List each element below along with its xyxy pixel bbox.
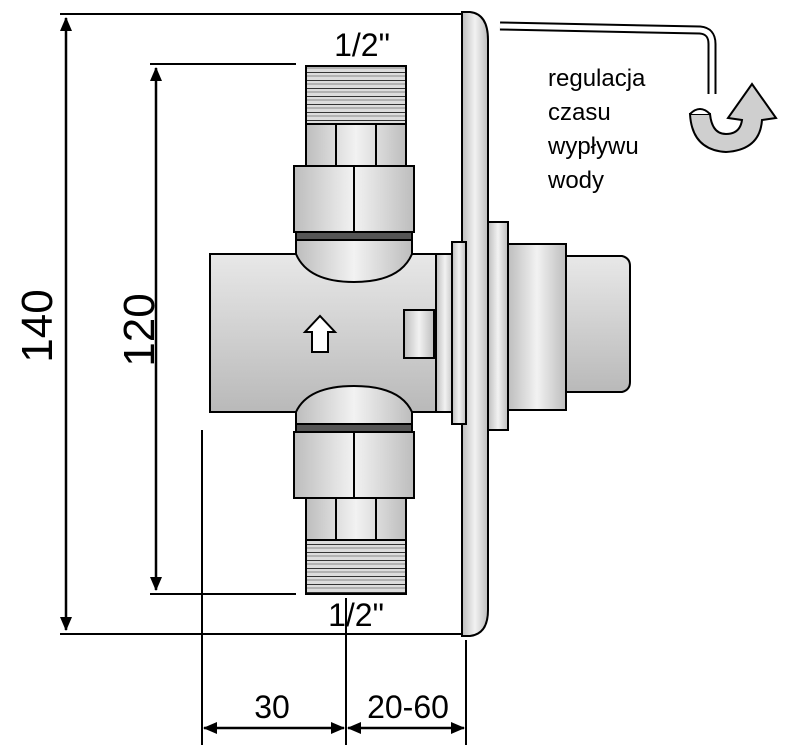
rotate-arrow-icon bbox=[688, 82, 778, 154]
dimension-20-60-label: 20-60 bbox=[367, 689, 449, 725]
annotation-line-3: wypływu bbox=[547, 133, 639, 160]
up-arrow-icon bbox=[302, 314, 338, 353]
top-thread-label: 1/2" bbox=[334, 27, 390, 63]
annotation-line-2: czasu bbox=[548, 99, 611, 126]
wall-plate bbox=[461, 11, 489, 637]
annotation-line-1: regulacja bbox=[548, 65, 646, 92]
extension-lines bbox=[60, 13, 467, 745]
bottom-connector bbox=[293, 423, 415, 595]
push-button-housing bbox=[487, 221, 631, 431]
bottom-thread-label: 1/2" bbox=[328, 597, 384, 633]
dimension-30-label: 30 bbox=[254, 689, 290, 725]
annotation-flow-time: regulacja czasu wypływu wody bbox=[547, 65, 646, 194]
top-connector bbox=[293, 65, 415, 241]
dimension-120: 120 bbox=[115, 67, 164, 591]
dimension-120-label: 120 bbox=[115, 293, 164, 366]
dimension-140-label: 140 bbox=[13, 289, 62, 362]
dimension-20-60: 20-60 bbox=[347, 689, 465, 734]
dimension-140: 140 bbox=[13, 17, 72, 631]
valve-body bbox=[209, 239, 467, 425]
hex-key-icon bbox=[499, 21, 717, 94]
annotation-line-4: wody bbox=[547, 167, 604, 194]
dimension-30: 30 bbox=[203, 689, 345, 734]
